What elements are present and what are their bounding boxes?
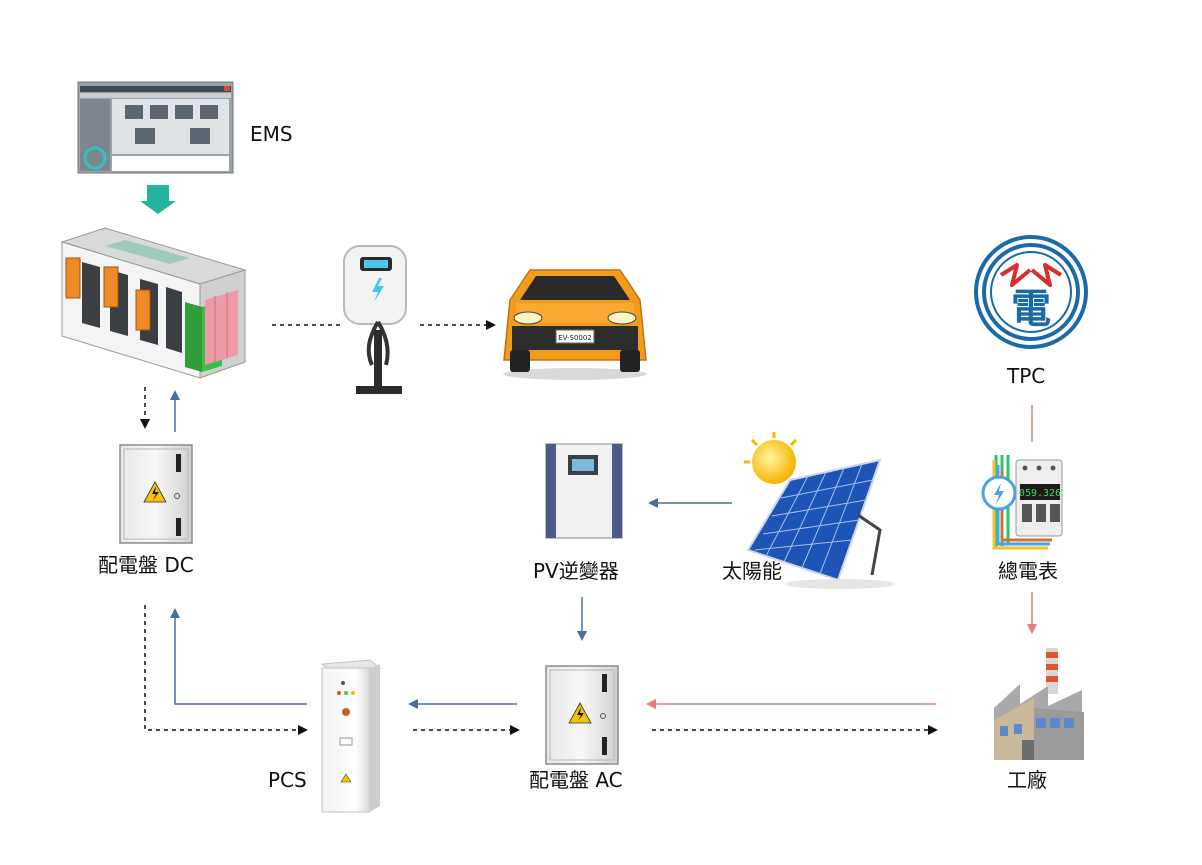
dc-panel-label: 配電盤 DC xyxy=(98,553,194,577)
ems-label: EMS xyxy=(250,122,293,146)
factory-icon xyxy=(994,648,1084,760)
pv-inverter-icon xyxy=(545,443,623,539)
car-plate-text: EV-S0002 xyxy=(558,334,592,342)
electric-car-icon: EV-S0002 xyxy=(503,269,647,380)
ac-panel-cabinet-icon xyxy=(545,665,619,765)
factory-label: 工廠 xyxy=(1007,768,1047,792)
main-meter-icon: 059.326 xyxy=(981,455,1063,550)
ems-monitor-icon xyxy=(77,81,234,174)
ems-down-arrow-icon xyxy=(140,185,176,214)
ev-charger-icon xyxy=(343,245,407,394)
ac-panel-label: 配電盤 AC xyxy=(529,768,623,792)
tpc-logo-char: 電 xyxy=(1011,286,1051,332)
pv-inverter-label: PV逆變器 xyxy=(533,559,619,583)
solar-panel-icon xyxy=(744,432,895,589)
pcs-to-dc-arrow xyxy=(170,608,307,705)
pcs-cabinet-icon xyxy=(320,659,382,813)
solar-label: 太陽能 xyxy=(722,559,782,583)
meter-reading: 059.326 xyxy=(1019,488,1061,499)
tpc-label: TPC xyxy=(1006,364,1045,388)
dc-to-pcs-arrow xyxy=(144,605,308,735)
tpc-logo-icon: 電 xyxy=(974,235,1088,349)
main-meter-label: 總電表 xyxy=(998,559,1058,583)
pcs-label: PCS xyxy=(268,768,307,792)
dc-panel-cabinet-icon xyxy=(119,444,193,544)
flow-connectors xyxy=(140,320,1037,735)
battery-container-icon xyxy=(60,227,247,379)
